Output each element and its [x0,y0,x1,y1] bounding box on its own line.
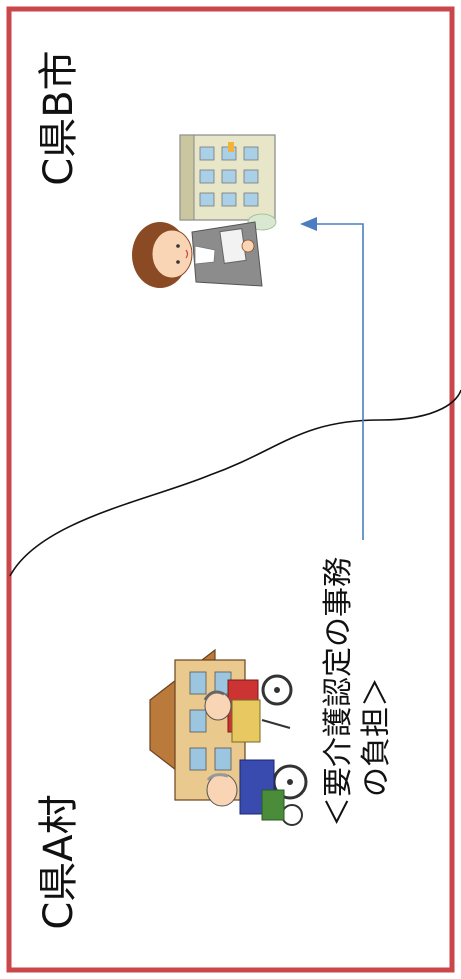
city-building-icon [179,134,277,231]
wheelchair-elderly-icon [203,674,308,826]
arrow-head-icon [300,217,317,231]
city-office-worker-icon [132,221,263,288]
city-label: C県B市 [36,50,82,186]
region-boundary-line [9,389,461,577]
village-label: C県A村 [36,794,82,930]
outer-frame [6,6,455,973]
burden-caption: ＜要介護認定の事務 の負担＞ [320,557,396,827]
burden-transfer-arrow-line [315,223,364,540]
caption-line-2: の負担＞ [359,677,394,827]
caption-line-1: ＜要介護認定の事務 [321,557,356,827]
